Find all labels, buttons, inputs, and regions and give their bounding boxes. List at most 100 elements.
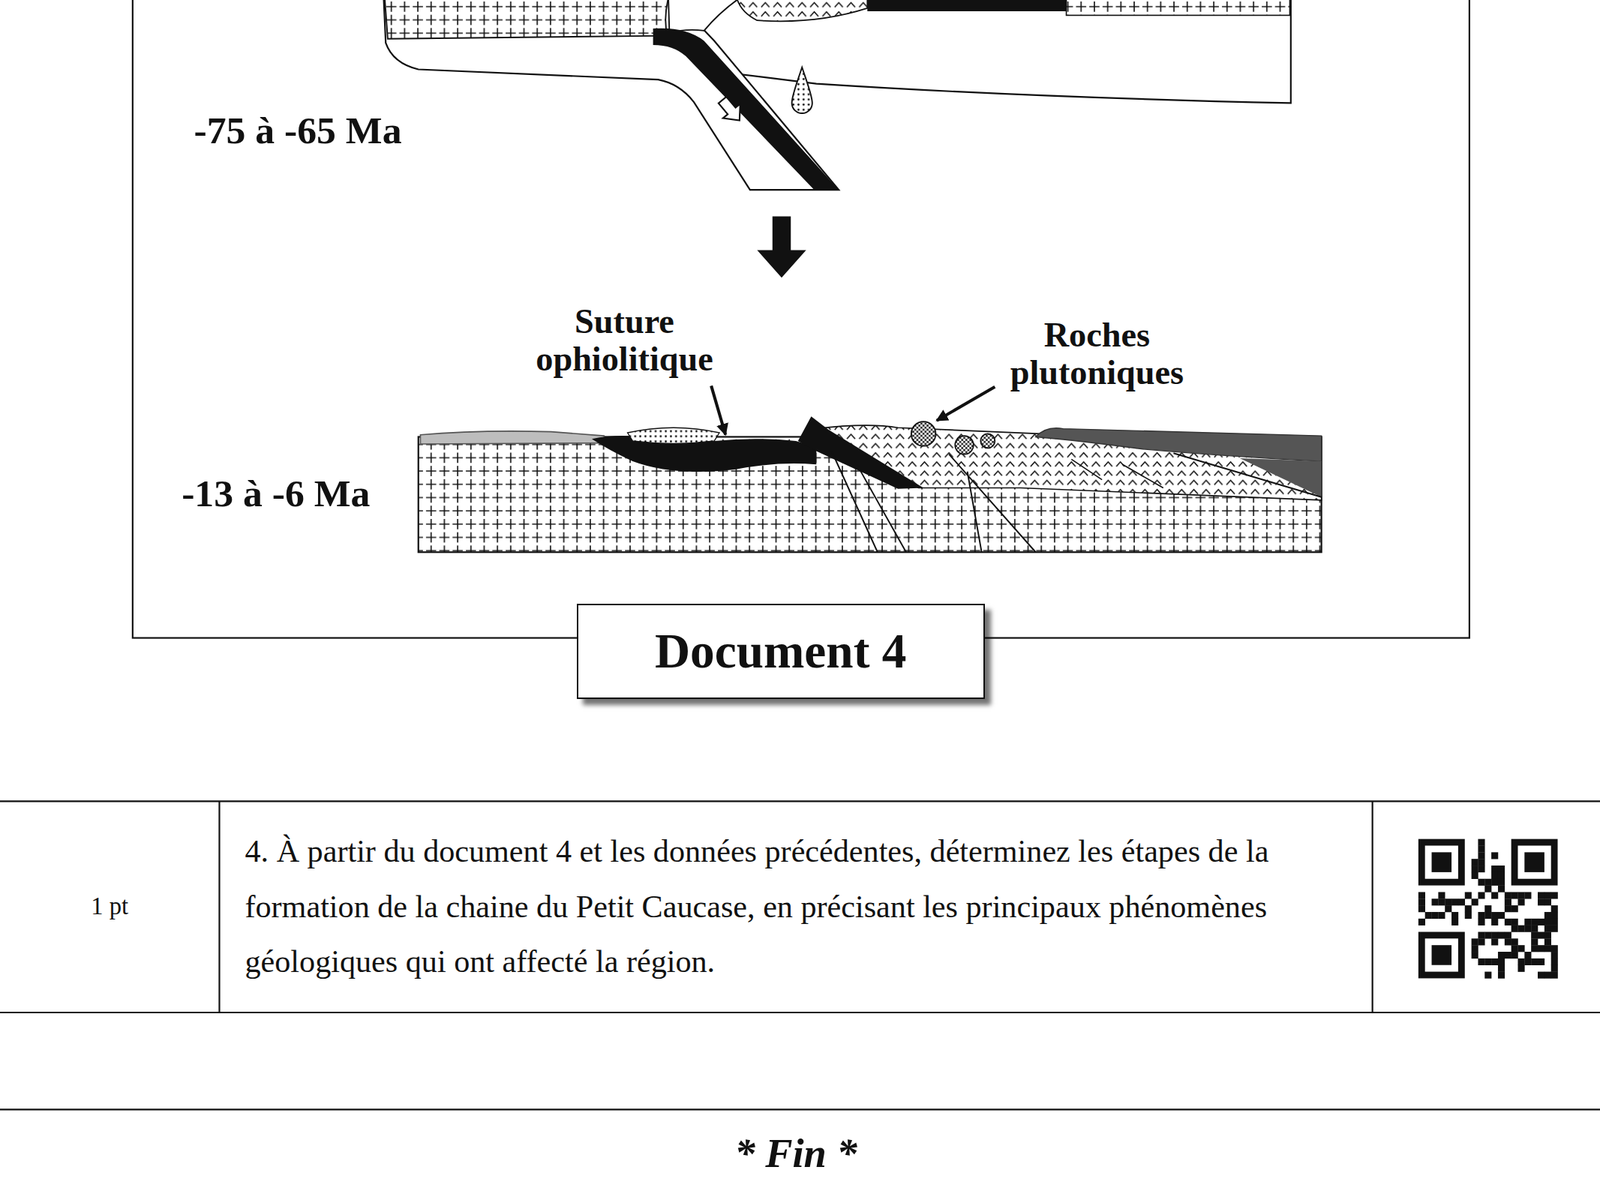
oceanic-crust-band	[867, 0, 1066, 12]
pluton	[911, 421, 937, 447]
qr-module	[1431, 912, 1439, 919]
volcanic-arc	[736, 0, 868, 22]
qr-finder-outer	[1418, 931, 1465, 979]
qr-module	[1511, 918, 1519, 926]
qr-finder-gap	[1425, 938, 1459, 972]
qr-module	[1551, 925, 1558, 933]
qr-module	[1537, 931, 1545, 939]
qr-module	[1524, 925, 1531, 933]
figure-frame	[132, 0, 1470, 639]
qr-module	[1497, 872, 1505, 880]
qr-module	[1551, 972, 1558, 979]
qr-module	[1511, 905, 1519, 913]
qr-module	[1484, 885, 1492, 893]
upper-plate	[704, 0, 1291, 103]
qr-module	[1491, 912, 1498, 919]
thrust-line	[1173, 453, 1321, 498]
collision-section	[418, 416, 1322, 553]
qr-module	[1431, 898, 1439, 906]
oceanic-slab	[653, 28, 840, 190]
qr-module	[1471, 945, 1479, 952]
fault	[831, 451, 1036, 553]
qr-finder-outer	[1418, 839, 1465, 886]
qr-module	[1497, 931, 1505, 939]
qr-module	[1537, 891, 1545, 899]
qr-module	[1464, 891, 1472, 899]
qr-module	[1477, 839, 1485, 847]
qr-module	[1511, 951, 1519, 959]
qr-module	[1425, 912, 1432, 919]
qr-module	[1477, 958, 1485, 966]
qr-module	[1524, 958, 1531, 966]
qr-module	[1477, 846, 1485, 853]
end-mark: * Fin *	[642, 1134, 949, 1173]
pluton	[954, 435, 973, 454]
qr-module	[1484, 879, 1492, 886]
lower-plate	[383, 0, 839, 190]
leader-arrow	[711, 385, 726, 435]
qr-finder-outer	[1511, 839, 1558, 886]
qr-module	[1451, 898, 1459, 906]
subduction-section	[383, 0, 1291, 190]
qr-module	[1517, 945, 1525, 952]
qr-module	[1530, 938, 1538, 946]
qr-module	[1477, 879, 1485, 886]
qr-module	[1504, 931, 1512, 939]
subduction-arrow	[714, 93, 749, 128]
qr-finder-core	[1524, 852, 1545, 873]
qr-module	[1544, 891, 1552, 899]
qr-module	[1517, 898, 1525, 906]
time-label: -75 à -65 Ma	[193, 109, 402, 153]
time-label: -13 à -6 Ma	[181, 472, 370, 516]
qr-module	[1511, 938, 1519, 946]
qr-module	[1477, 852, 1485, 859]
qr-module	[1524, 951, 1531, 959]
qr-module	[1517, 965, 1525, 973]
qr-module	[1530, 945, 1538, 952]
magma-drop	[792, 67, 813, 114]
qr-module	[1497, 958, 1505, 966]
qr-module	[1551, 891, 1558, 899]
qr-module	[1477, 865, 1485, 873]
qr-module	[1484, 972, 1492, 979]
leader-arrow	[936, 387, 996, 421]
question-text: 4. À partir du document 4 et les données…	[244, 823, 1310, 989]
qr-module	[1471, 951, 1479, 959]
qr-module	[1477, 912, 1485, 919]
qr-finder-core	[1431, 945, 1453, 966]
qr-module	[1511, 925, 1519, 933]
qr-module	[1484, 912, 1492, 919]
qr-module	[1484, 931, 1492, 939]
qr-module	[1551, 918, 1558, 926]
qr-module	[1544, 898, 1552, 906]
qr-module	[1504, 891, 1512, 899]
qr-module	[1471, 858, 1479, 866]
qr-module	[1464, 905, 1472, 913]
pluton	[980, 433, 995, 448]
qr-module	[1551, 951, 1558, 959]
qr-code	[1418, 839, 1558, 979]
structure-label: Suture ophiolitique	[509, 303, 739, 379]
sediment-lens	[627, 427, 720, 444]
time-arrow	[756, 216, 806, 279]
qr-module	[1544, 925, 1552, 933]
qr-module	[1524, 891, 1531, 899]
table-rule	[0, 801, 1600, 1110]
qr-module	[1511, 945, 1519, 952]
qr-module	[1471, 898, 1479, 906]
qr-module	[1491, 872, 1498, 880]
qr-module	[1517, 958, 1525, 966]
qr-module	[1477, 858, 1485, 866]
qr-module	[1477, 891, 1485, 899]
qr-module	[1530, 918, 1538, 926]
qr-module	[1544, 912, 1552, 919]
accretion-prism	[668, 0, 740, 34]
qr-module	[1464, 912, 1472, 919]
qr-module	[1544, 938, 1552, 946]
qr-module	[1497, 885, 1505, 893]
qr-module	[1471, 872, 1479, 880]
qr-module	[1504, 918, 1512, 926]
qr-module	[1517, 891, 1525, 899]
